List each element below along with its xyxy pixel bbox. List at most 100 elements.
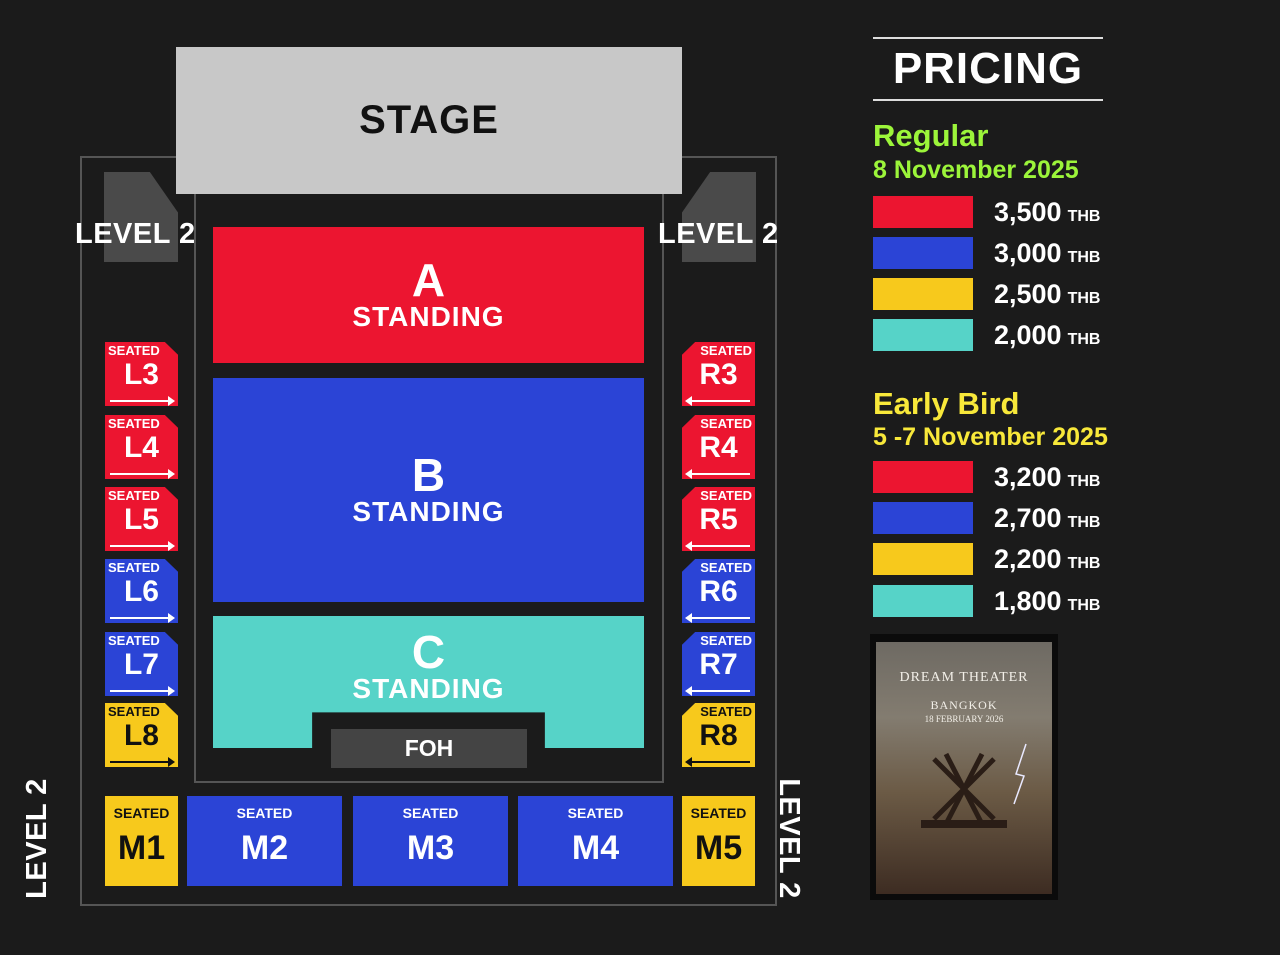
pricing-rule-bottom — [873, 99, 1103, 101]
pricing-title: PRICING — [892, 44, 1084, 93]
seated-tag: SEATED — [236, 805, 293, 821]
seated-tag: SEATED — [567, 805, 624, 821]
seat-block-m2[interactable]: SEATED M2 — [187, 796, 342, 886]
zone-c-standing[interactable]: C STANDING — [213, 616, 644, 748]
price-value: 2,500 — [994, 279, 1062, 309]
arrow-right-icon — [110, 686, 175, 696]
seated-tag: SEATED — [108, 343, 160, 358]
block-code: L7 — [123, 648, 159, 681]
foh-label: FOH — [404, 735, 454, 761]
currency-label: THB — [1067, 473, 1101, 490]
level2-label-top-right: LEVEL 2 — [658, 218, 779, 250]
block-code: L3 — [123, 358, 159, 391]
price-value: 3,500 — [994, 197, 1062, 227]
early-price-red: 3,200 THB — [994, 462, 1100, 493]
regular-heading: Regular — [873, 118, 989, 153]
price-value: 2,200 — [994, 544, 1062, 574]
seat-block-l5[interactable]: SEATED L5 — [105, 487, 178, 551]
arrow-right-icon — [110, 469, 175, 479]
arrow-left-icon — [685, 469, 750, 479]
block-code: M5 — [694, 829, 743, 867]
block-code: R6 — [699, 575, 738, 608]
seated-tag: SEATED — [700, 633, 752, 648]
stage-label: STAGE — [359, 98, 499, 142]
seat-block-m1[interactable]: SEATED M1 — [105, 796, 178, 886]
regular-swatch-blue — [873, 237, 973, 269]
seat-block-m3[interactable]: SEATED M3 — [353, 796, 508, 886]
seat-block-r5[interactable]: SEATED R5 — [682, 487, 755, 551]
regular-swatch-yellow — [873, 278, 973, 310]
currency-label: THB — [1067, 555, 1101, 572]
currency-label: THB — [1067, 597, 1101, 614]
zone-letter: B — [411, 449, 446, 501]
poster-artwork: DREAM THEATER BANGKOK 18 FEBRUARY 2026 — [876, 642, 1052, 894]
block-code: R8 — [699, 719, 738, 752]
currency-label: THB — [1067, 208, 1101, 225]
seat-block-m5[interactable]: SEATED M5 — [682, 796, 755, 886]
poster-city: BANGKOK — [930, 698, 998, 712]
block-code: M1 — [117, 829, 166, 867]
seat-block-r7[interactable]: SEATED R7 — [682, 632, 755, 696]
price-value: 2,700 — [994, 503, 1062, 533]
zone-a-standing[interactable]: A STANDING — [213, 227, 644, 363]
seated-tag: SEATED — [690, 805, 747, 821]
seat-block-r8[interactable]: SEATED R8 — [682, 703, 755, 767]
level2-label-bottom-left: LEVEL 2 — [20, 778, 53, 899]
arrow-left-icon — [685, 757, 750, 767]
block-code: R7 — [699, 648, 738, 681]
seated-tag: SEATED — [402, 805, 459, 821]
stage: STAGE — [176, 47, 682, 194]
poster-band: DREAM THEATER — [899, 670, 1029, 685]
block-code: M3 — [406, 829, 455, 867]
arrow-left-icon — [685, 686, 750, 696]
early-bird-date: 5 -7 November 2025 — [873, 423, 1108, 451]
zone-letter: C — [411, 626, 446, 678]
zone-letter: A — [411, 254, 446, 306]
seat-block-r3[interactable]: SEATED R3 — [682, 342, 755, 406]
block-code: L4 — [123, 431, 159, 464]
zone-b-standing[interactable]: B STANDING — [213, 378, 644, 602]
seated-tag: SEATED — [108, 416, 160, 431]
arrow-right-icon — [110, 613, 175, 623]
arrow-right-icon — [110, 396, 175, 406]
seat-block-l8[interactable]: SEATED L8 — [105, 703, 178, 767]
seat-block-r6[interactable]: SEATED R6 — [682, 559, 755, 623]
early-swatch-yellow — [873, 543, 973, 575]
block-code: M2 — [240, 829, 289, 867]
seat-block-m4[interactable]: SEATED M4 — [518, 796, 673, 886]
seat-block-l6[interactable]: SEATED L6 — [105, 559, 178, 623]
seated-tag: SEATED — [700, 343, 752, 358]
seated-tag: SEATED — [700, 704, 752, 719]
early-swatch-red — [873, 461, 973, 493]
zone-label: STANDING — [352, 301, 505, 332]
seated-tag: SEATED — [700, 416, 752, 431]
price-value: 1,800 — [994, 586, 1062, 616]
block-code: M4 — [571, 829, 620, 867]
block-code: R3 — [699, 358, 738, 391]
block-code: L8 — [123, 719, 159, 752]
arrow-right-icon — [110, 757, 175, 767]
price-value: 2,000 — [994, 320, 1062, 350]
level2-label-top-left: LEVEL 2 — [75, 218, 196, 250]
early-swatch-blue — [873, 502, 973, 534]
seat-block-l4[interactable]: SEATED L4 — [105, 415, 178, 479]
seat-block-l7[interactable]: SEATED L7 — [105, 632, 178, 696]
seated-tag: SEATED — [113, 805, 170, 821]
arrow-left-icon — [685, 613, 750, 623]
seat-block-r4[interactable]: SEATED R4 — [682, 415, 755, 479]
arrow-left-icon — [685, 541, 750, 551]
early-price-yellow: 2,200 THB — [994, 544, 1100, 575]
currency-label: THB — [1067, 249, 1101, 266]
block-code: R4 — [699, 431, 738, 464]
block-code: L6 — [123, 575, 159, 608]
arrow-left-icon — [685, 396, 750, 406]
pricing-rule-top — [873, 37, 1103, 39]
price-value: 3,200 — [994, 462, 1062, 492]
block-code: L5 — [123, 503, 159, 536]
zone-label: STANDING — [352, 673, 505, 704]
seated-tag: SEATED — [108, 560, 160, 575]
seated-tag: SEATED — [700, 560, 752, 575]
arrow-right-icon — [110, 541, 175, 551]
seat-block-l3[interactable]: SEATED L3 — [105, 342, 178, 406]
